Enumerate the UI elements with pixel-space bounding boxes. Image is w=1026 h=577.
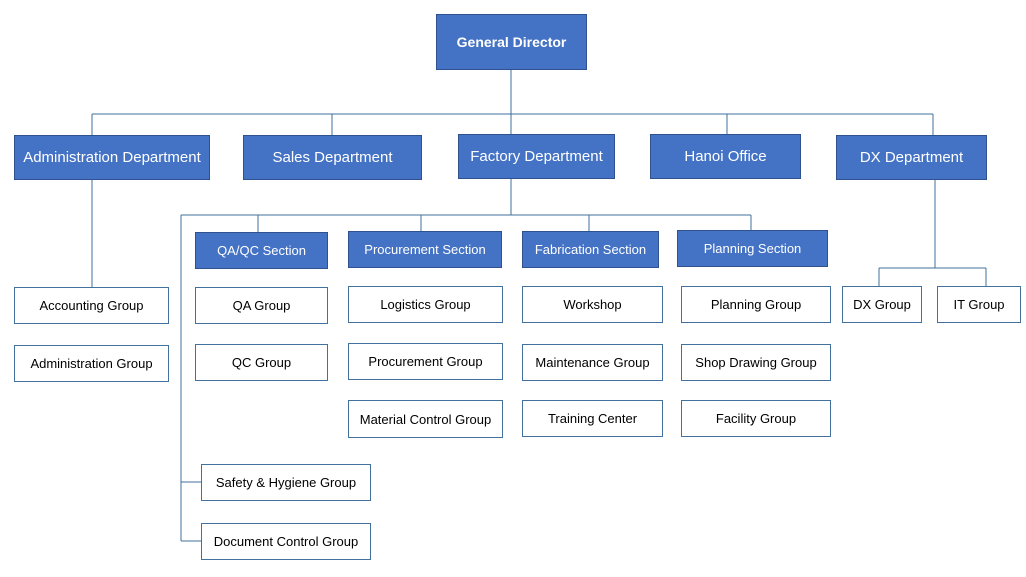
qc-group-box: QC Group (195, 344, 328, 381)
qa-qc-section-label: QA/QC Section (217, 243, 306, 258)
hanoi-office-box: Hanoi Office (650, 134, 801, 179)
qa-qc-section-box: QA/QC Section (195, 232, 328, 269)
it-group-box: IT Group (937, 286, 1021, 323)
general-director-box: General Director (436, 14, 587, 70)
dx-group-box: DX Group (842, 286, 922, 323)
shop-drawing-group-box: Shop Drawing Group (681, 344, 831, 381)
qa-group-label: QA Group (232, 298, 291, 313)
fabrication-section-box: Fabrication Section (522, 231, 659, 268)
administration-department-label: Administration Department (23, 149, 201, 166)
training-center-label: Training Center (547, 411, 638, 426)
qa-group-box: QA Group (195, 287, 328, 324)
procurement-section-box: Procurement Section (348, 231, 502, 268)
workshop-label: Workshop (563, 297, 622, 312)
procurement-section-label: Procurement Section (364, 242, 486, 257)
facility-group-label: Facility Group (715, 411, 797, 426)
workshop-box: Workshop (522, 286, 663, 323)
general-director-label: General Director (456, 34, 567, 50)
factory-department-box: Factory Department (458, 134, 615, 179)
material-control-group-box: Material Control Group (348, 400, 503, 438)
accounting-group-box: Accounting Group (14, 287, 169, 324)
procurement-group-box: Procurement Group (348, 343, 503, 380)
planning-group-box: Planning Group (681, 286, 831, 323)
administration-group-box: Administration Group (14, 345, 169, 382)
logistics-group-label: Logistics Group (380, 297, 471, 312)
maintenance-group-box: Maintenance Group (522, 344, 663, 381)
factory-department-label: Factory Department (470, 148, 603, 165)
fabrication-section-label: Fabrication Section (534, 242, 647, 257)
document-control-group-label: Document Control Group (213, 534, 359, 549)
dx-department-label: DX Department (859, 149, 964, 166)
hanoi-office-label: Hanoi Office (684, 148, 767, 165)
safety-hygiene-group-label: Safety & Hygiene Group (215, 475, 357, 490)
qc-group-label: QC Group (231, 355, 292, 370)
it-group-label: IT Group (953, 297, 1005, 312)
document-control-group-box: Document Control Group (201, 523, 371, 560)
sales-department-box: Sales Department (243, 135, 422, 180)
accounting-group-label: Accounting Group (39, 298, 144, 313)
planning-section-label: Planning Section (703, 241, 802, 256)
shop-drawing-group-label: Shop Drawing Group (695, 355, 817, 370)
sales-department-label: Sales Department (272, 149, 393, 166)
procurement-group-label: Procurement Group (368, 354, 483, 369)
planning-group-label: Planning Group (710, 297, 802, 312)
administration-department-box: Administration Department (14, 135, 210, 180)
administration-group-label: Administration Group (30, 356, 153, 371)
training-center-box: Training Center (522, 400, 663, 437)
safety-hygiene-group-box: Safety & Hygiene Group (201, 464, 371, 501)
dx-department-box: DX Department (836, 135, 987, 180)
material-control-group-label: Material Control Group (359, 411, 492, 427)
dx-group-label: DX Group (853, 297, 911, 312)
facility-group-box: Facility Group (681, 400, 831, 437)
planning-section-box: Planning Section (677, 230, 828, 267)
maintenance-group-label: Maintenance Group (535, 355, 650, 370)
logistics-group-box: Logistics Group (348, 286, 503, 323)
